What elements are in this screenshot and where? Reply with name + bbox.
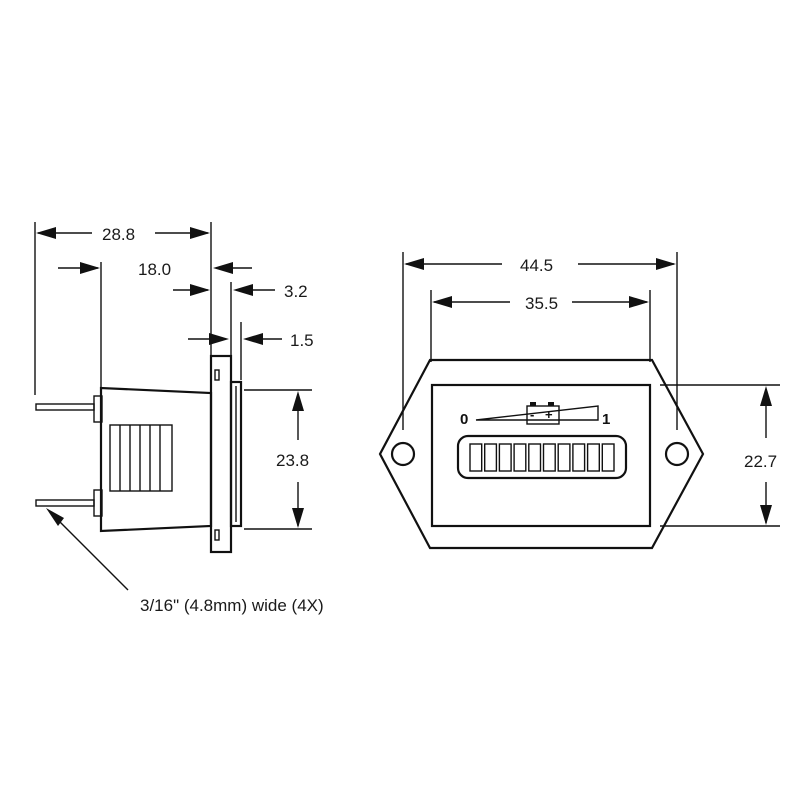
dim-label-display-width: 35.5 [525,294,558,313]
scale-wedge [475,405,599,421]
lens-side [229,380,243,528]
mounting-hole-left [390,441,416,467]
mounting-flange-side [209,354,233,554]
dim-label-overall-depth: 28.8 [102,225,135,244]
dim-label-flange-thickness: 3.2 [284,282,308,301]
led-segments [469,443,615,472]
led-segment [557,443,571,472]
dim-overall-depth: 28.8 [36,225,210,244]
ribbed-label [109,424,173,492]
side-view: 28.8 18.0 3.2 1.5 [34,222,324,615]
led-segment [542,443,556,472]
scale-min-label: 0 [460,411,468,428]
led-segment [469,443,483,472]
led-segment [484,443,498,472]
dim-flange-thickness: 3.2 [233,282,308,301]
dim-label-hole-spacing: 44.5 [520,256,553,275]
dim-label-display-height: 22.7 [744,452,777,471]
dim-label-body-height: 23.8 [276,451,309,470]
dim-display-width: 35.5 [432,294,649,313]
dim-body-depth: 18.0 [58,260,252,296]
terminal-note: 3/16" (4.8mm) wide (4X) [46,508,324,615]
scale-max-label: 1 [602,411,610,428]
dim-label-body-depth: 18.0 [138,260,171,279]
front-flange-outline [378,358,705,550]
led-segment [513,443,527,472]
led-segment [586,443,600,472]
led-bar-graph [456,434,628,480]
led-segment [498,443,512,472]
dim-label-lens-thickness: 1.5 [290,331,314,350]
led-segment [601,443,615,472]
dim-display-height: 22.7 [660,384,780,527]
terminal-note-text: 3/16" (4.8mm) wide (4X) [140,596,324,615]
battery-icon: - + [526,402,560,425]
terminal-blades [35,403,95,507]
dim-hole-spacing: 44.5 [404,256,676,275]
mounting-hole-right [664,441,690,467]
led-segment [528,443,542,472]
front-view: 44.5 35.5 22.7 0 1 [378,252,780,550]
battery-plus: + [545,407,553,422]
charge-scale: 0 1 - + [460,402,610,428]
battery-minus: - [530,407,534,422]
meter-body-side [35,354,243,554]
display-face [430,383,652,528]
dim-lens-thickness: 1.5 [188,331,314,350]
dim-body-height: 23.8 [244,389,312,530]
led-segment [572,443,586,472]
